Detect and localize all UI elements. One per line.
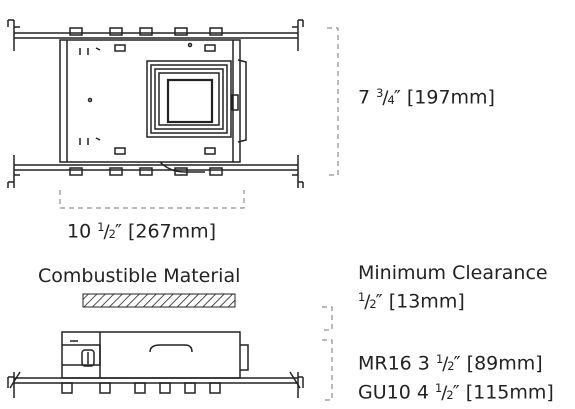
housing-body [59, 27, 247, 176]
height-label-numerator: 3 [376, 86, 383, 100]
mr16-label-numerator: 1 [435, 352, 443, 366]
width-dimension-line [59, 190, 245, 209]
mr16-label-whole: MR16 3 [358, 352, 430, 375]
mounting-bar-side [7, 371, 304, 398]
clearance-dimension-line [322, 306, 333, 331]
mounting-bar-bottom [7, 155, 304, 188]
height-label-whole: 7 [358, 86, 371, 109]
minimum-clearance-label: Minimum Clearance [358, 262, 548, 284]
housing-top-view [7, 19, 304, 188]
width-label-whole: 10 [67, 220, 92, 243]
gu10-label-unit: ″ [115mm] [452, 381, 554, 404]
clearance-label-denominator: 2 [369, 296, 376, 311]
housing-side-view [7, 331, 304, 398]
housing-height-dimension-line [322, 339, 333, 401]
height-dimension-line [327, 27, 339, 176]
width-label-numerator: 1 [97, 220, 104, 234]
mr16-label-unit: ″ [89mm] [453, 352, 543, 375]
height-label-denominator: 4 [387, 92, 394, 107]
aperture-square [146, 60, 239, 138]
gu10-label-numerator: 1 [434, 381, 442, 395]
gu10-height-label: GU10 4 1/2″ [115mm] [358, 381, 554, 404]
width-label: 10 1/2″ [267mm] [67, 220, 217, 243]
combustible-material-label: Combustible Material [38, 265, 241, 287]
clearance-value-label: 1/2″ [13mm] [358, 290, 465, 313]
height-label-unit: ″ [197mm] [393, 86, 495, 109]
housing-side-body [61, 331, 249, 379]
width-label-unit: ″ [267mm] [114, 220, 217, 243]
height-label: 7 3/4″ [197mm] [358, 86, 495, 109]
mr16-height-label: MR16 3 1/2″ [89mm] [358, 352, 543, 375]
gu10-label-denominator: 2 [446, 387, 453, 402]
clearance-label-numerator: 1 [358, 290, 365, 304]
mounting-bar-top [7, 19, 304, 51]
clearance-label-unit: ″ [13mm] [375, 290, 465, 313]
gu10-label-whole: GU10 4 [358, 381, 429, 404]
mr16-label-denominator: 2 [447, 358, 454, 373]
width-label-denominator: 2 [108, 226, 116, 241]
combustible-material-hatch [82, 293, 236, 308]
